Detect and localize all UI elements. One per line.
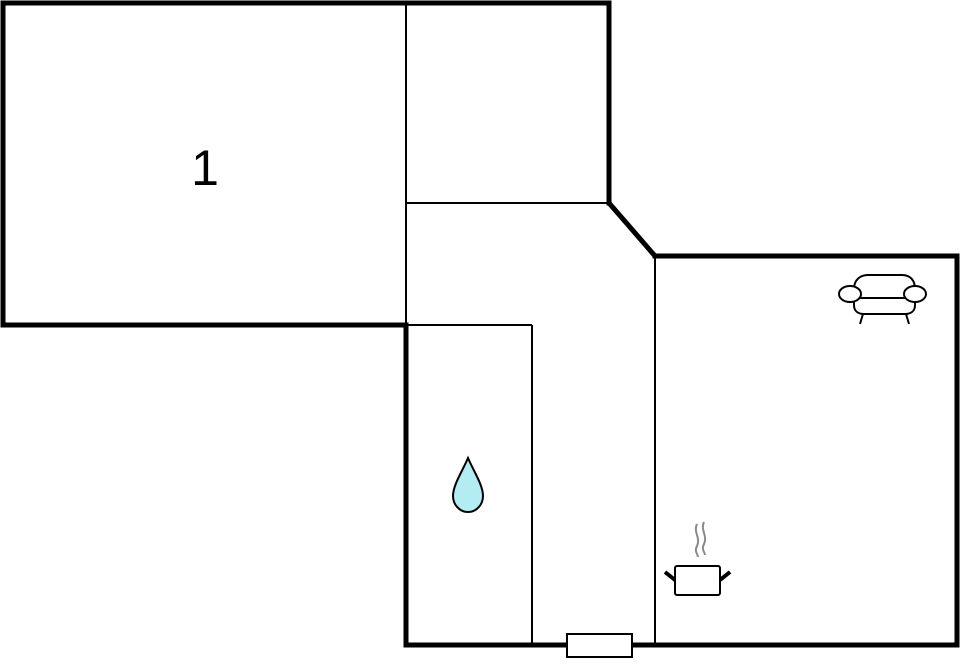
room-top-middle	[403, 0, 612, 206]
water-drop-icon	[451, 455, 485, 514]
living-kitchen-room	[652, 253, 960, 648]
cooking-pot-icon	[663, 521, 732, 596]
diagonal-wall	[605, 199, 659, 260]
door-icon	[566, 633, 633, 658]
room-1: 1	[0, 0, 409, 328]
room-number-label: 1	[191, 140, 219, 196]
bathroom	[403, 322, 533, 648]
armchair-icon	[838, 274, 927, 325]
